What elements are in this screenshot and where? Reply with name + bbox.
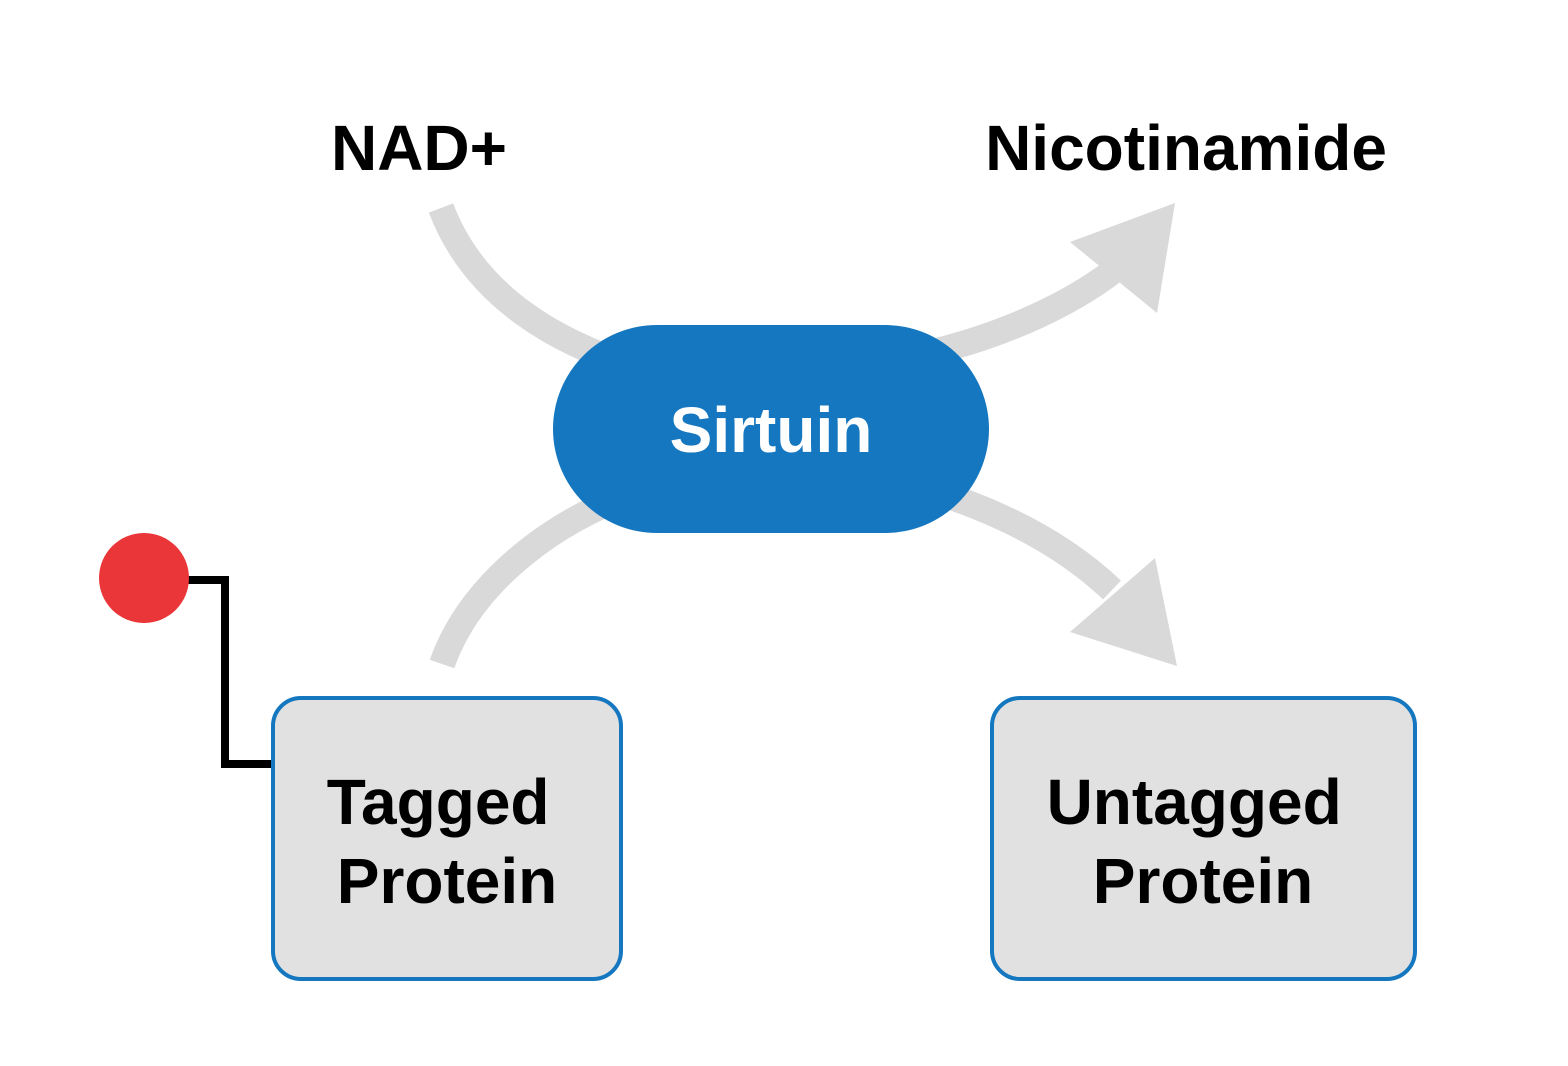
sirtuin-enzyme (553, 325, 989, 533)
arrowhead-untagged-protein (1070, 558, 1177, 666)
arrowhead-nicotinamide (1070, 203, 1175, 313)
sirtuin-label: Sirtuin (670, 394, 873, 466)
acetyl-tag-dot (99, 533, 189, 623)
tagged-protein-box (271, 696, 623, 981)
untagged-protein-box (990, 696, 1417, 981)
tag-connector-line (185, 576, 273, 768)
nicotinamide-label: Nicotinamide (985, 112, 1387, 184)
untagged-protein-line-1: Untagged (1047, 766, 1342, 838)
tagged-protein-line-2: Protein (337, 845, 557, 917)
untagged-protein-line-2: Protein (1093, 845, 1313, 917)
tagged-protein-line-1: Tagged (327, 766, 550, 838)
arrow-sirtuin-to-untagged-protein (926, 477, 1121, 600)
untagged-protein-label: Untagged Protein (1047, 766, 1360, 917)
arrow-tagged-protein-to-sirtuin (429, 485, 625, 669)
nad-label: NAD+ (331, 112, 507, 184)
tagged-protein-label: Tagged Protein (327, 766, 568, 917)
arrow-sirtuin-to-nicotinamide (917, 261, 1120, 368)
